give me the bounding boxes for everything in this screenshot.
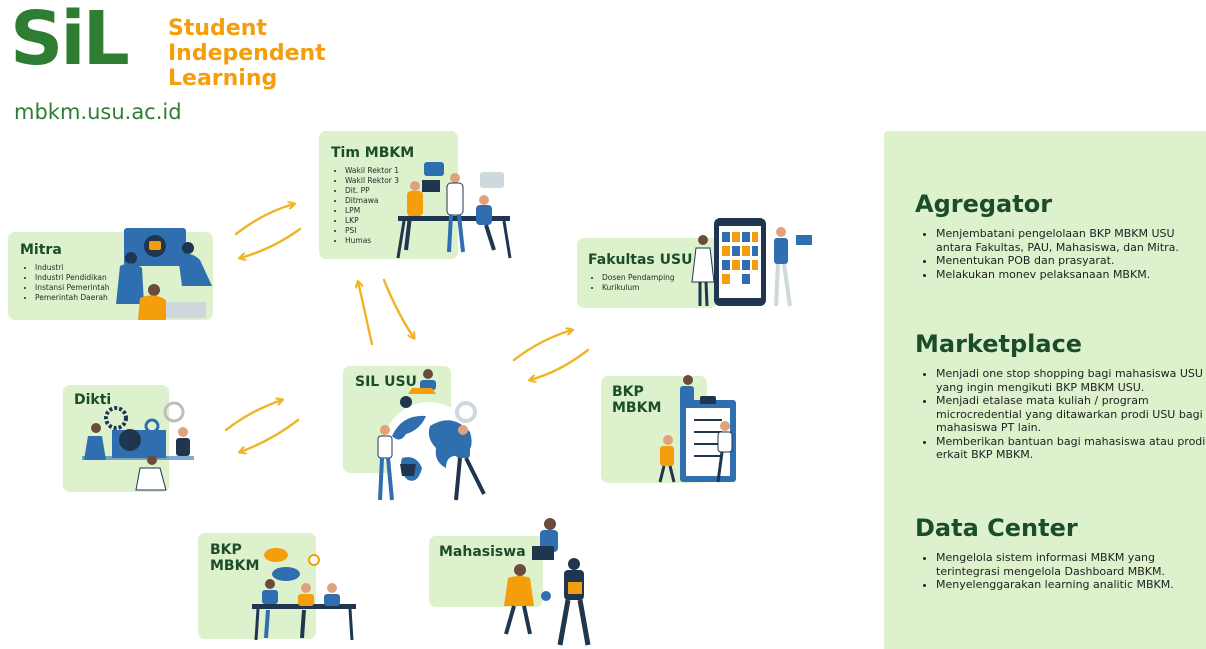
arrow-icon [512, 330, 572, 362]
card-tim-mbkm [319, 131, 458, 259]
logo-tagline-line: Independent [168, 41, 326, 66]
logo-tagline-line: Learning [168, 66, 278, 91]
mitra-illustration-icon [116, 228, 212, 320]
card-title-bkp-right: BKP MBKM [612, 384, 661, 416]
list-item: Dosen Pendamping [602, 273, 675, 283]
card-title-tim-mbkm: Tim MBKM [331, 145, 415, 161]
list-item: LKP [345, 216, 399, 226]
diagram-illustration [82, 162, 812, 646]
arrow-icon [240, 227, 302, 258]
list-item: PSI [345, 226, 399, 236]
logo-tagline: Student Independent Learning [168, 16, 326, 91]
list-item: Pemerintah Daerah [35, 293, 110, 303]
list-item: Mengelola sistem informasi MBKM yang ter… [936, 551, 1206, 578]
card-title-line: BKP [210, 542, 242, 558]
card-title-mahasiswa: Mahasiswa [439, 544, 526, 560]
card-title-bkp-bottom: BKP MBKM [210, 542, 259, 574]
list-item: Menjembatani pengelolaan BKP MBKM USU an… [936, 227, 1206, 254]
arrow-icon [224, 400, 282, 432]
section-heading-agregator: Agregator [915, 190, 1053, 218]
arrow-icon [240, 418, 300, 452]
fakultas-list: Dosen Pendamping Kurikulum [590, 273, 675, 293]
list-item: Instansi Pemerintah [35, 283, 110, 293]
students-illustration-icon [504, 518, 591, 646]
card-title-mitra: Mitra [20, 242, 62, 258]
list-item: Ditmawa [345, 196, 399, 206]
description-panel: Agregator Menjembatani pengelolaan BKP M… [884, 131, 1206, 649]
section-heading-marketplace: Marketplace [915, 330, 1083, 358]
list-item: Wakil Rektor 1 [345, 166, 399, 176]
list-item: Dit. PP [345, 186, 399, 196]
list-item: Industri [35, 263, 110, 273]
mitra-list: Industri Industri Pendidikan Instansi Pe… [23, 263, 110, 303]
arrow-icon [234, 204, 294, 236]
tim-mbkm-list: Wakil Rektor 1 Wakil Rektor 3 Dit. PP Di… [333, 166, 399, 246]
logo-tagline-line: Student [168, 16, 267, 41]
list-item: Menyelenggarakan learning analitic MBKM. [936, 578, 1206, 592]
list-item: Menentukan POB dan prasyarat. [936, 254, 1206, 268]
card-title-line: MBKM [210, 558, 260, 574]
arrow-icon [382, 278, 414, 338]
clipboard-illustration-icon [658, 375, 736, 483]
list-item: Industri Pendidikan [35, 273, 110, 283]
list-item: Menjadi etalase mata kuliah / program mi… [936, 394, 1206, 435]
card-title-line: BKP [612, 384, 644, 400]
list-item: Kurikulum [602, 283, 675, 293]
globe-illustration-icon [377, 369, 486, 501]
list-item: Memberikan bantuan bagi mahasiswa atau p… [936, 435, 1206, 462]
arrow-icon [358, 282, 374, 346]
meeting-illustration-icon [252, 548, 356, 641]
card-title-fakultas: Fakultas USU [588, 252, 693, 268]
agregator-list: Menjembatani pengelolaan BKP MBKM USU an… [922, 227, 1206, 281]
dikti-illustration-icon [82, 401, 194, 491]
list-item: Menjadi one stop shopping bagi mahasiswa… [936, 367, 1206, 394]
list-item: Melakukan monev pelaksanaan MBKM. [936, 268, 1206, 282]
arrow-icon [530, 348, 590, 380]
marketplace-list: Menjadi one stop shopping bagi mahasiswa… [922, 367, 1206, 462]
logo-url: mbkm.usu.ac.id [14, 100, 182, 124]
arrows [224, 204, 590, 452]
card-title-line: MBKM [612, 400, 662, 416]
list-item: Humas [345, 236, 399, 246]
logo-mark: SiL [10, 0, 130, 82]
list-item: Wakil Rektor 3 [345, 176, 399, 186]
section-heading-data-center: Data Center [915, 514, 1078, 542]
data-center-list: Mengelola sistem informasi MBKM yang ter… [922, 551, 1206, 592]
card-title-dikti: Dikti [74, 392, 112, 408]
list-item: LPM [345, 206, 399, 216]
card-title-sil-usu: SIL USU [355, 374, 417, 390]
team-illustration-icon [396, 162, 512, 259]
phone-illustration-icon [691, 218, 812, 307]
logo: SiL Student Independent Learning mbkm.us… [8, 2, 368, 126]
